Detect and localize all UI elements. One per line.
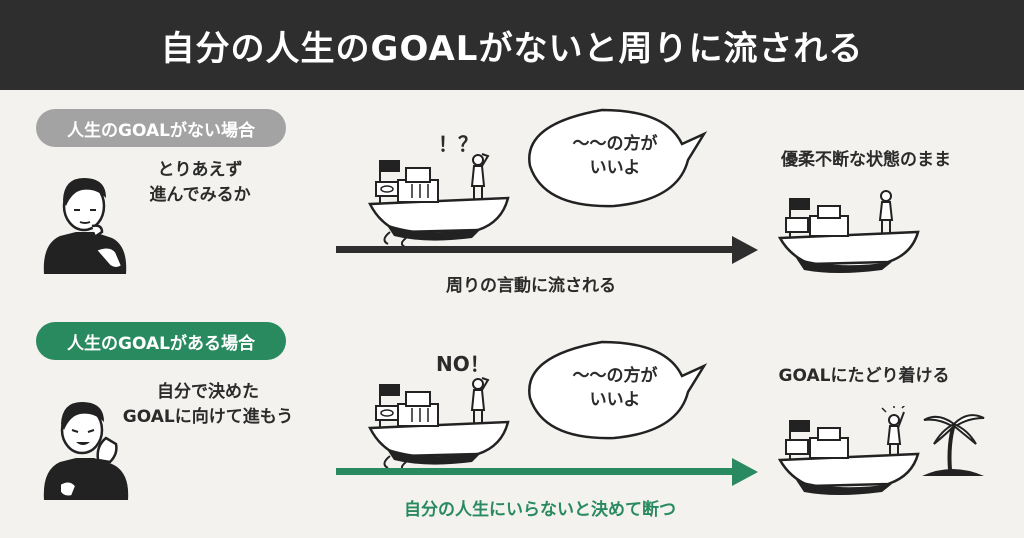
badge-no-goal: 人生のGOALがない場合 bbox=[36, 109, 286, 147]
surprise-mark: ！？ bbox=[438, 132, 478, 156]
bubble-line-2: いいよ bbox=[589, 390, 641, 410]
bubble-line-1: 〜〜の方が bbox=[572, 134, 658, 154]
result-no-goal: 優柔不断な状態のまま bbox=[781, 150, 951, 170]
bubble-text-with-goal: 〜〜の方が いいよ bbox=[540, 364, 690, 412]
determined-person-illustration bbox=[43, 402, 129, 500]
dark-arrow bbox=[336, 236, 758, 264]
speech-bubble bbox=[528, 108, 708, 208]
result-with-goal: GOALにたどり着ける bbox=[778, 366, 950, 386]
badge-with-goal: 人生のGOALがある場合 bbox=[36, 322, 286, 360]
ship-result-illustration bbox=[777, 190, 920, 273]
page-title: 自分の人生のGOALがないと周りに流される bbox=[160, 28, 864, 69]
thought-with-goal: 自分で決めた GOALに向けて進もう bbox=[108, 380, 308, 430]
thinking-person-illustration bbox=[43, 178, 127, 274]
arrow-label-no-goal: 周りの言動に流される bbox=[446, 276, 616, 296]
green-arrow bbox=[336, 458, 758, 486]
palm-island-icon bbox=[922, 414, 985, 476]
thought-no-goal: とりあえず 進んでみるか bbox=[130, 158, 270, 208]
thought-line-1: 自分で決めた bbox=[157, 382, 259, 402]
thought-line-2: 進んでみるか bbox=[149, 185, 251, 205]
ship-illustration bbox=[368, 377, 510, 473]
thought-line-2: GOALに向けて進もう bbox=[122, 407, 294, 427]
arrow-label-with-goal: 自分の人生にいらないと決めて断つ bbox=[404, 500, 676, 520]
bubble-line-2: いいよ bbox=[589, 158, 641, 178]
no-mark: NO！ bbox=[436, 352, 490, 376]
title-banner: 自分の人生のGOALがないと周りに流される bbox=[0, 0, 1024, 90]
bubble-text-no-goal: 〜〜の方が いいよ bbox=[540, 132, 690, 180]
ship-illustration bbox=[368, 153, 510, 249]
bubble-line-1: 〜〜の方が bbox=[572, 366, 658, 386]
thought-line-1: とりあえず bbox=[157, 160, 243, 180]
ship-goal-illustration bbox=[777, 406, 920, 495]
speech-bubble bbox=[528, 340, 708, 440]
